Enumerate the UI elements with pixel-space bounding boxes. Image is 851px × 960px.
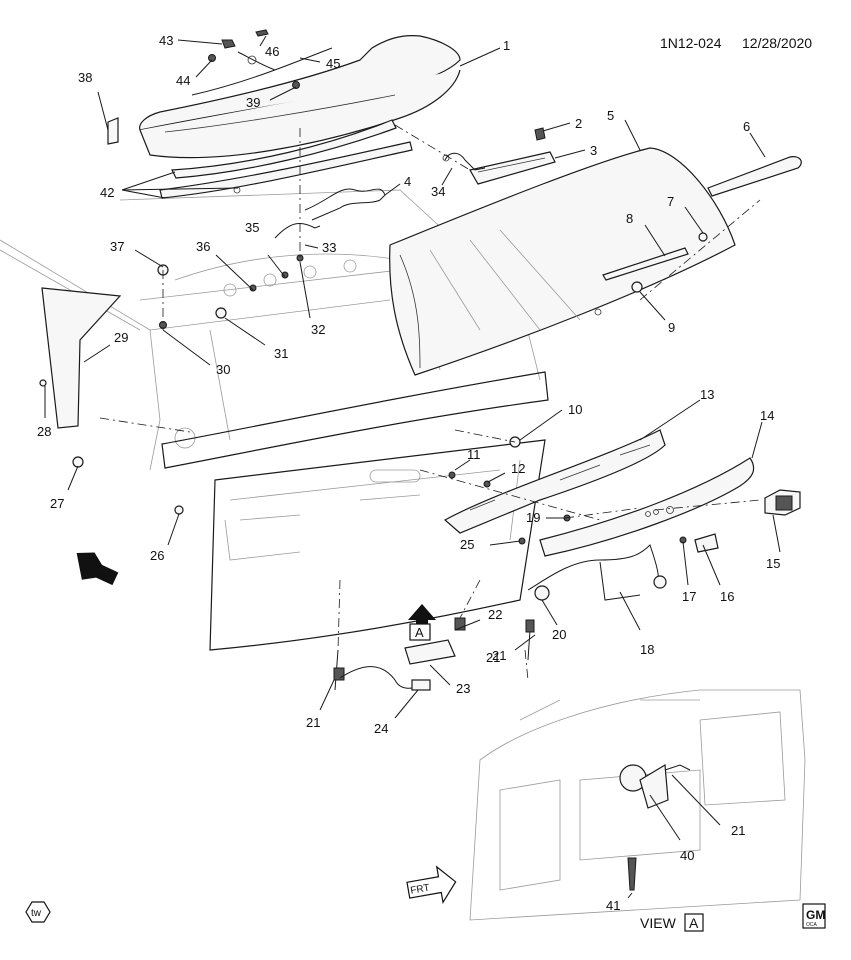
front-arrow-right: FRT — [406, 865, 457, 904]
callout-11: 11 — [467, 447, 481, 462]
callout-31: 31 — [274, 346, 288, 361]
diagram-id: 1N12-024 — [660, 35, 722, 51]
construction-lines — [99, 124, 761, 681]
callout-42: 42 — [100, 185, 114, 200]
part-1-spoiler — [139, 35, 461, 159]
view-letter-box — [684, 913, 704, 932]
callout-34: 34 — [431, 184, 445, 199]
part-14-applique — [539, 457, 755, 557]
part-42-molding — [159, 119, 413, 199]
svg-text:GM: GM — [806, 908, 825, 922]
callout-44: 44 — [176, 73, 190, 88]
view-letter: A — [689, 915, 699, 931]
part-20-harness — [527, 544, 659, 591]
callout-22: 22 — [488, 607, 502, 622]
callout-5: 5 — [607, 108, 614, 123]
hardware-cluster-top — [208, 29, 300, 89]
part-13-bracket — [443, 429, 666, 534]
callout-19: 19 — [526, 510, 540, 525]
callout-8: 8 — [626, 211, 633, 226]
callout-3: 3 — [590, 143, 597, 158]
part-3-brake-lamp — [442, 127, 556, 185]
part-7-nut — [698, 232, 708, 242]
callout-35: 35 — [245, 220, 259, 235]
callout-21: 21 — [492, 648, 506, 663]
callout-1: 1 — [503, 38, 510, 53]
callout-labels: 1 2 3 4 5 6 7 8 9 10 11 12 13 14 15 16 1… — [37, 33, 780, 913]
view-label: VIEW — [640, 915, 677, 931]
callout-14: 14 — [760, 408, 774, 423]
callout-43: 43 — [159, 33, 173, 48]
part-6-cover — [707, 156, 802, 197]
part-33-nozzle — [274, 222, 321, 239]
leader-lines — [44, 35, 781, 899]
callout-23: 23 — [456, 681, 470, 696]
part-23-handle — [404, 639, 456, 665]
callout-18: 18 — [640, 642, 654, 657]
callout-45: 45 — [326, 56, 340, 71]
part-8-wiper-arm — [602, 247, 689, 281]
part-38-cap — [107, 117, 119, 145]
part-45-hose — [191, 47, 333, 96]
part-16-switch — [694, 533, 719, 553]
front-arrow-right-label: FRT — [410, 883, 431, 897]
callout-21-view-a: 21 — [731, 823, 745, 838]
callout-38: 38 — [78, 70, 92, 85]
part-5-glass — [389, 147, 736, 376]
svg-text:tw: tw — [31, 908, 42, 919]
tw-badge: tw — [25, 901, 51, 923]
callout-24: 24 — [374, 721, 388, 736]
callout-10: 10 — [568, 402, 582, 417]
callout-39: 39 — [246, 95, 260, 110]
callout-40: 40 — [680, 848, 694, 863]
callout-25: 25 — [460, 537, 474, 552]
callout-12: 12 — [511, 461, 525, 476]
svg-text:OCA: OCA — [806, 922, 818, 928]
front-arrow-left: FRT — [76, 552, 119, 587]
callout-9: 9 — [668, 320, 675, 335]
view-a-arrow-letter: A — [415, 625, 424, 640]
callout-29: 29 — [114, 330, 128, 345]
gm-logo: GM OCA — [802, 903, 826, 929]
callout-26: 26 — [150, 548, 164, 563]
callout-21-left: 21 — [306, 715, 320, 730]
callout-16: 16 — [720, 589, 734, 604]
view-a-inner-liftgate — [469, 689, 806, 921]
callout-30: 30 — [216, 362, 230, 377]
callout-36: 36 — [196, 239, 210, 254]
callout-28: 28 — [37, 424, 51, 439]
part-18-harness — [599, 561, 641, 601]
callout-27: 27 — [50, 496, 64, 511]
callout-6: 6 — [743, 119, 750, 134]
view-a-arrow: A — [408, 604, 436, 641]
callout-33: 33 — [322, 240, 336, 255]
callout-46: 46 — [265, 44, 279, 59]
part-9-grommet — [631, 281, 643, 293]
callout-32: 32 — [311, 322, 325, 337]
callout-17: 17 — [682, 589, 696, 604]
callout-37: 37 — [110, 239, 124, 254]
callout-2: 2 — [575, 116, 582, 131]
callout-21-upper: 21 — [486, 650, 500, 665]
part-4-hose — [304, 188, 386, 221]
callout-15: 15 — [766, 556, 780, 571]
diagram-date: 12/28/2020 — [742, 35, 812, 51]
part-29-pillar-trim — [41, 287, 122, 429]
callout-13: 13 — [700, 387, 714, 402]
callout-7: 7 — [667, 194, 674, 209]
callout-4: 4 — [404, 174, 411, 189]
callout-20: 20 — [552, 627, 566, 642]
callout-41: 41 — [606, 898, 620, 913]
